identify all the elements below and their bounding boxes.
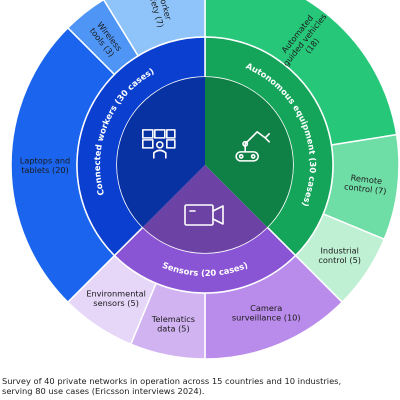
caption-line-1: Survey of 40 private networks in operati… bbox=[2, 376, 342, 386]
robot-arm-icon bbox=[235, 131, 270, 162]
robot-wheel-left bbox=[238, 153, 244, 159]
person-head bbox=[156, 141, 164, 149]
label-laptops-and-tablets-line-2: tablets (20) bbox=[21, 165, 69, 175]
robot-arm bbox=[244, 131, 266, 153]
label-remote-control-line-2: control (7) bbox=[344, 181, 387, 196]
board-cell-2 bbox=[154, 129, 166, 139]
robot-gripper bbox=[264, 133, 270, 143]
core-connected-workers bbox=[117, 77, 205, 228]
core-sensors bbox=[142, 165, 268, 254]
robot-base bbox=[235, 151, 259, 162]
robot-joint bbox=[242, 140, 249, 147]
label-remote-control: Remotecontrol (7) bbox=[344, 172, 389, 196]
middle-ring bbox=[76, 36, 334, 294]
people-board-icon bbox=[142, 129, 176, 159]
label-industrial-control-line-1: Industrial bbox=[320, 245, 358, 255]
robot-wheel-right bbox=[250, 153, 256, 159]
label-camera-surveillance-line-2: surveillance (10) bbox=[232, 313, 301, 323]
center-disc bbox=[117, 77, 294, 254]
label-telematics-data-line-1: Telematics bbox=[151, 314, 195, 324]
person-body bbox=[153, 149, 167, 159]
board-cell-4 bbox=[142, 139, 154, 149]
label-camera-surveillance-line-1: Camera bbox=[250, 303, 282, 313]
camera-body bbox=[184, 204, 214, 226]
label-laptops-and-tablets-line-1: Laptops and bbox=[20, 155, 70, 165]
label-environmental-sensors-line-2: sensors (5) bbox=[93, 298, 139, 308]
board-cell-5 bbox=[166, 139, 176, 149]
outer-ring bbox=[10, 0, 400, 360]
caption: Survey of 40 private networks in operati… bbox=[2, 376, 398, 396]
label-remote-control-line-1: Remote bbox=[350, 173, 383, 187]
camera-lens bbox=[212, 205, 224, 225]
sunburst-chart: Automatedguided vehicles(18)Remotecontro… bbox=[10, 0, 400, 360]
board-cell-1 bbox=[142, 129, 154, 139]
board-cell-3 bbox=[166, 129, 176, 139]
label-telematics-data-line-2: data (5) bbox=[157, 324, 190, 334]
label-environmental-sensors-line-1: Environmental bbox=[86, 288, 146, 298]
caption-line-2: serving 80 use cases (Ericsson interview… bbox=[2, 386, 205, 396]
camera-icon bbox=[184, 204, 224, 226]
center-icons bbox=[142, 129, 270, 226]
label-industrial-control-line-2: control (5) bbox=[318, 255, 361, 265]
